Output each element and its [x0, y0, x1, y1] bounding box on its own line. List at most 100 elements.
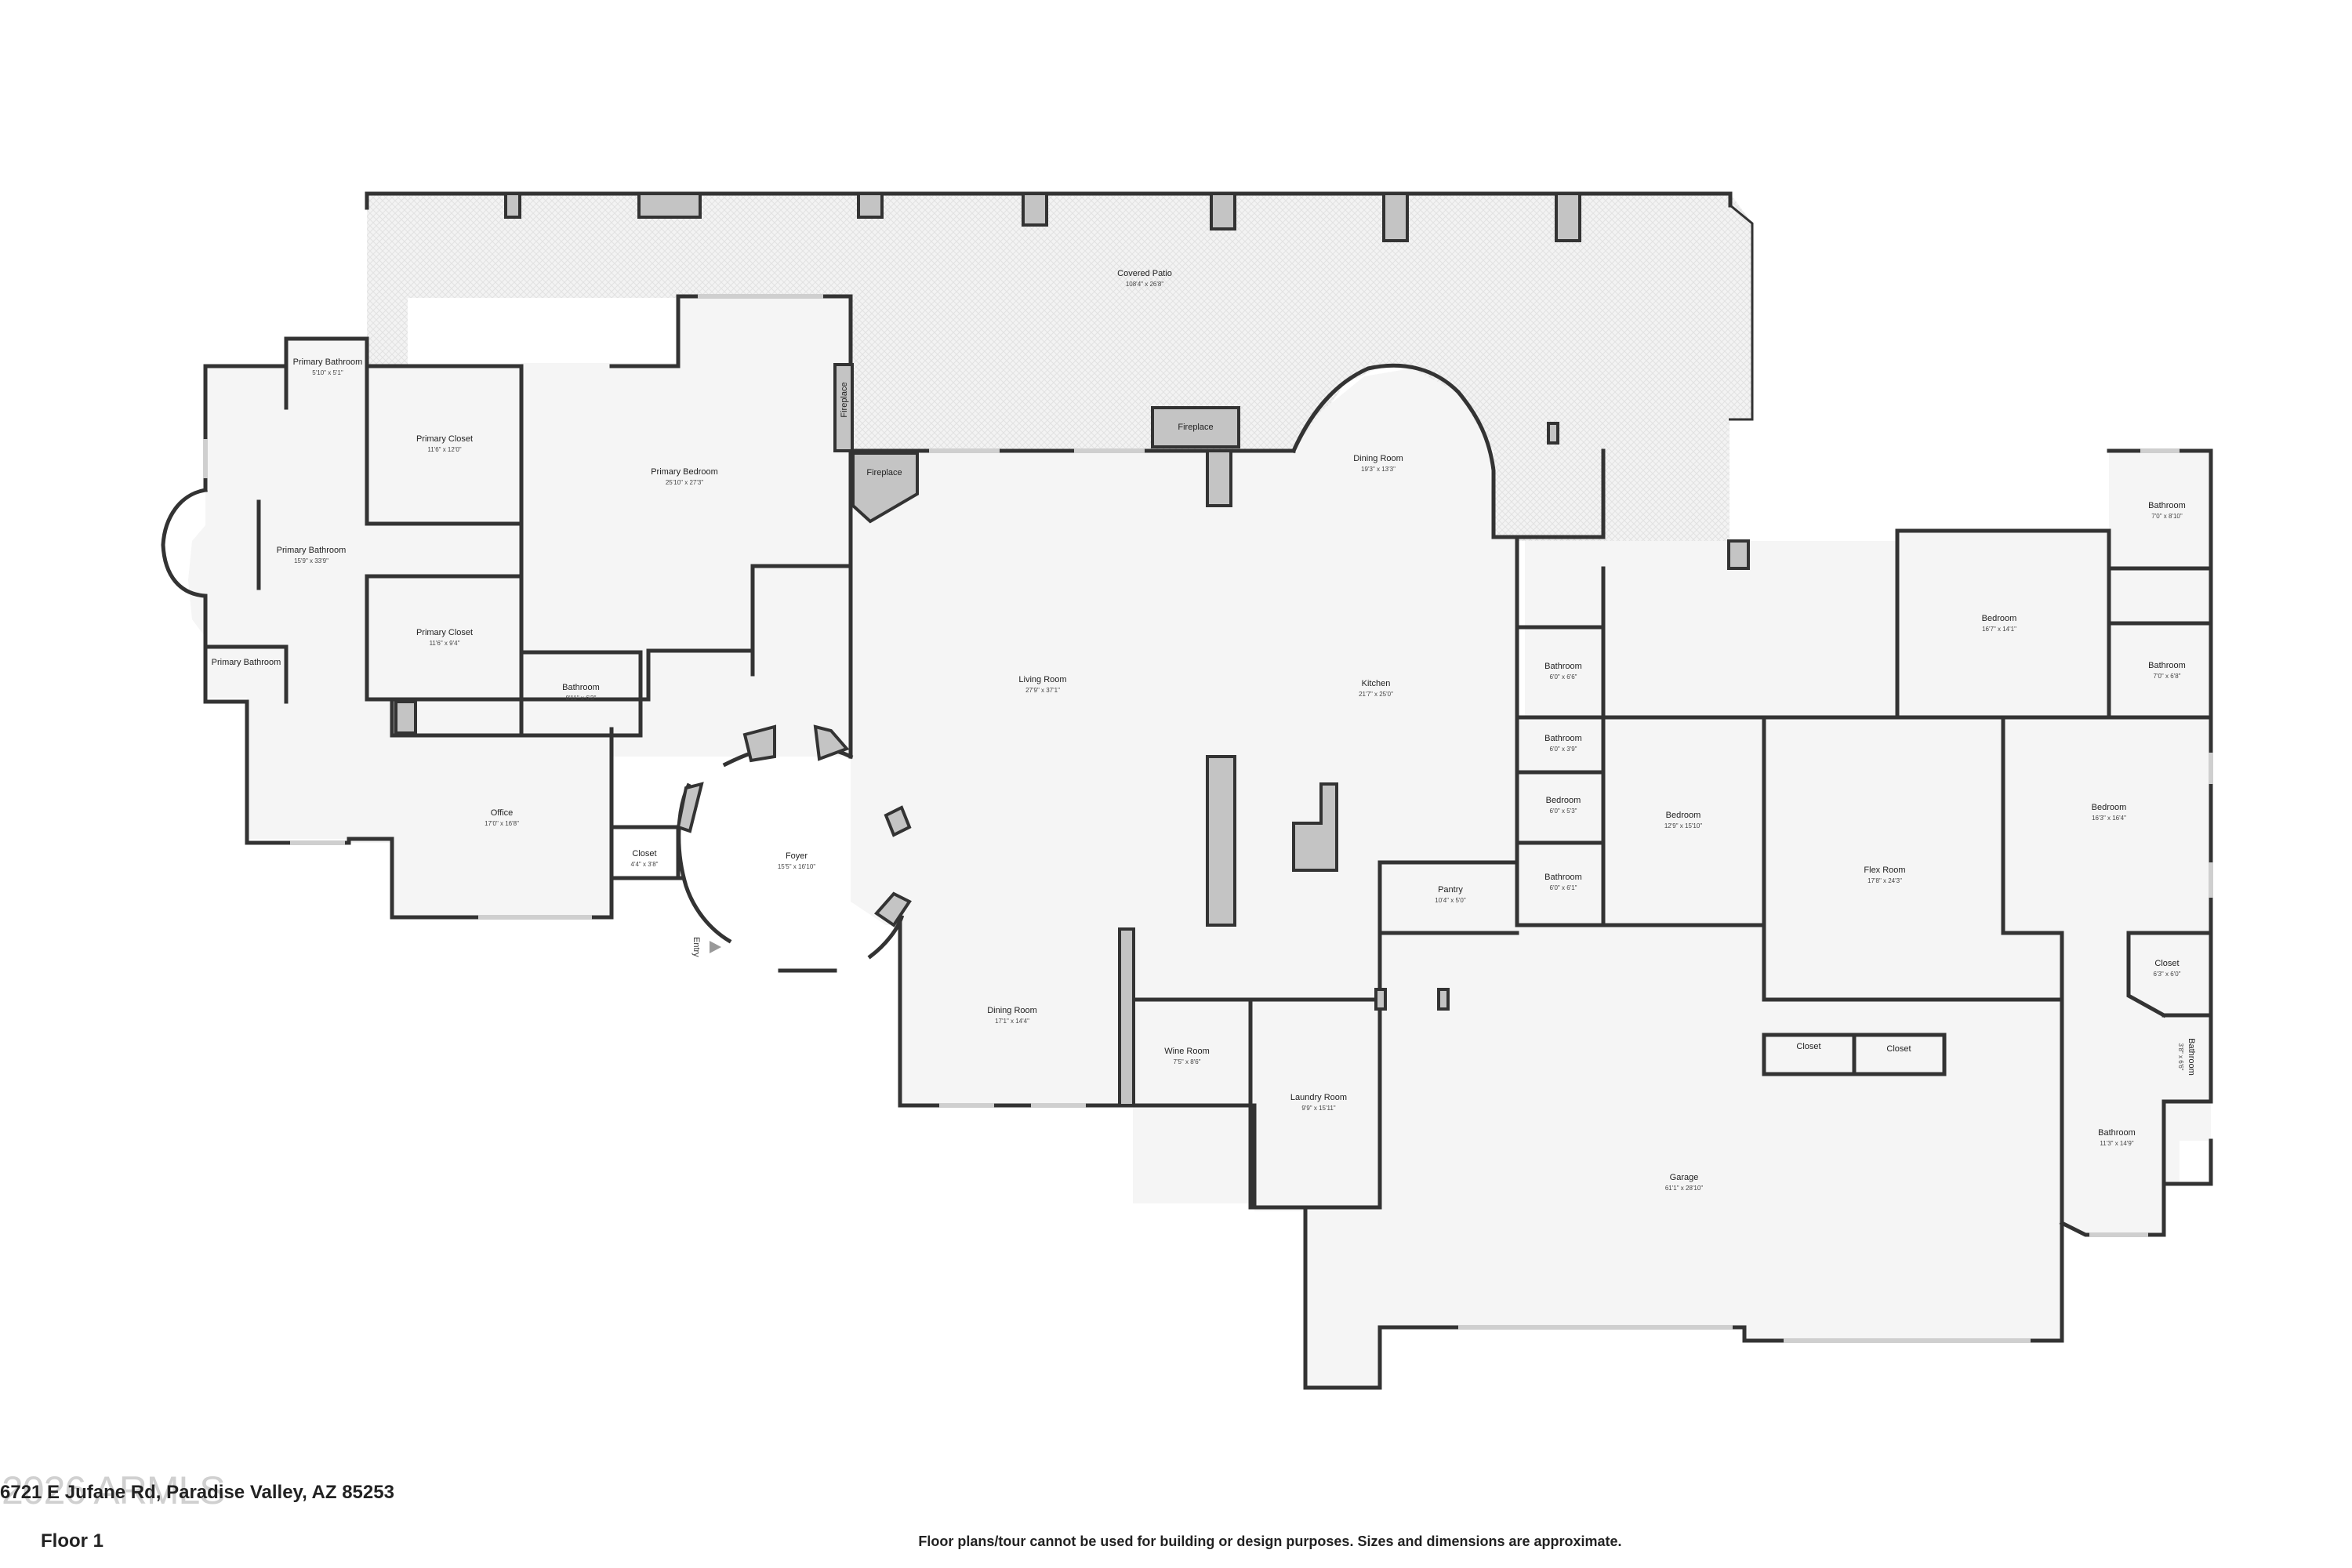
- room-label-office: Office 17'0" x 16'8": [485, 808, 519, 827]
- room-dimensions: 8'11" x 6'3": [566, 695, 597, 702]
- room-label-closet-garage-2: Closet: [1886, 1044, 1911, 1054]
- room-dimensions: 4'4" x 3'8": [631, 861, 659, 868]
- room-name: Bathroom: [2148, 661, 2186, 670]
- room-name: Bathroom: [562, 683, 600, 692]
- column: [394, 700, 417, 735]
- dining-back-walls: [1290, 363, 1606, 539]
- room-label-bathroom-office: Bathroom 8'11" x 6'3": [562, 683, 600, 702]
- room-name: Bathroom: [1544, 734, 1582, 743]
- room-name: Primary Bathroom: [293, 358, 363, 367]
- room-name: Primary Bedroom: [651, 467, 718, 477]
- room-name: Bedroom: [2092, 803, 2127, 812]
- room-label-covered-patio: Covered Patio 108'4" x 26'8": [1117, 269, 1172, 288]
- room-name: Bathroom: [1544, 662, 1582, 671]
- kitchen-counter: [1206, 755, 1236, 927]
- foyer-outline: [677, 746, 905, 973]
- office-walls: [390, 733, 614, 920]
- walls: [161, 191, 2213, 1390]
- room-dimensions: 17'0" x 16'8": [485, 820, 519, 827]
- room-label-bathroom-ne-bottom: Bathroom 7'0" x 6'8": [2148, 661, 2186, 680]
- room-name: Kitchen: [1362, 679, 1391, 688]
- column: [1437, 988, 1450, 1011]
- primary-suite-walls: [203, 294, 853, 453]
- central-floor: [851, 368, 1525, 1203]
- room-label-primary-closet-2: Primary Closet 11'6" x 9'4": [416, 628, 473, 647]
- wine-rack: [1118, 927, 1135, 1107]
- room-dimensions: 25'10" x 27'3": [666, 479, 703, 486]
- room-dimensions: 11'3" x 14'9": [2100, 1140, 2133, 1147]
- room-name: Bedroom: [1666, 811, 1701, 820]
- room-name: Primary Bathroom: [277, 546, 347, 555]
- room-name: Closet: [1796, 1042, 1820, 1051]
- patio-outline: [365, 191, 1733, 210]
- room-label-primary-bathroom: Primary Bathroom 15'9" x 33'9": [277, 546, 347, 564]
- room-label-fireplace-patio: Fireplace: [840, 382, 849, 417]
- pillar: [637, 192, 702, 219]
- room-name: Bathroom: [2187, 1038, 2196, 1076]
- pillar: [857, 192, 884, 219]
- room-dimensions: 7'0" x 8'10": [2151, 513, 2183, 520]
- room-dimensions: 7'0" x 6'8": [2154, 673, 2181, 680]
- garage-closets: [1762, 1033, 1947, 1076]
- column: [1374, 988, 1387, 1011]
- room-dimensions: 6'0" x 6'1": [1550, 884, 1577, 891]
- room-dimensions: 15'9" x 33'9": [294, 557, 328, 564]
- room-dimensions: 16'3" x 16'4": [2092, 815, 2126, 822]
- column: [1547, 422, 1559, 445]
- kitchen-island: [1292, 782, 1338, 872]
- room-name: Fireplace: [840, 382, 849, 417]
- room-dimensions: 108'4" x 26'8": [1126, 281, 1163, 288]
- pillar: [1022, 192, 1048, 227]
- disclaimer: Floor plans/tour cannot be used for buil…: [918, 1534, 1622, 1549]
- room-name: Fireplace: [1178, 423, 1213, 432]
- foyer-pillar: [676, 782, 704, 833]
- room-dimensions: 11'6" x 9'4": [430, 640, 460, 647]
- room-name: Garage: [1670, 1173, 1699, 1182]
- room-dimensions: 16'7" x 14'1": [1982, 626, 2016, 633]
- foyer-pillar: [884, 805, 912, 837]
- patio-edge-east: [1729, 204, 1754, 421]
- room-name: Dining Room: [1353, 454, 1403, 463]
- primary-bath-wc: [203, 644, 289, 704]
- room-dimensions: 3'8" x 6'6": [2177, 1044, 2184, 1071]
- bathroom-office-walls: [390, 650, 643, 738]
- floor-fills: [188, 194, 2211, 1388]
- closet-east-walls: [2126, 931, 2213, 1018]
- column: [1206, 449, 1232, 507]
- room-dimensions: 10'4" x 5'0": [1435, 897, 1466, 904]
- room-label-bathroom-east: Bathroom 11'3" x 14'9": [2098, 1128, 2136, 1147]
- room-name: Fireplace: [866, 468, 902, 477]
- room-label-pantry: Pantry 10'4" x 5'0": [1435, 885, 1466, 904]
- room-name: Foyer: [786, 851, 808, 861]
- pillar: [1210, 192, 1236, 230]
- fireplace-block: [1151, 406, 1240, 448]
- room-dimensions: 6'0" x 3'9": [1550, 746, 1577, 753]
- room-name: Primary Closet: [416, 628, 473, 637]
- primary-bath-partition: [256, 364, 289, 590]
- room-label-fireplace-vertical: Fireplace: [1178, 423, 1213, 432]
- room-name: Covered Patio: [1117, 269, 1172, 278]
- room-dimensions: 6'0" x 5'3": [1550, 808, 1577, 815]
- room-name: Wine Room: [1164, 1047, 1209, 1056]
- room-name: Dining Room: [987, 1006, 1037, 1015]
- foyer-pillar: [874, 891, 912, 927]
- pantry-walls: [1377, 860, 1519, 935]
- room-dimensions: 27'9" x 37'1": [1025, 687, 1060, 694]
- room-label-bedroom-east: Bedroom 16'3" x 16'4": [2092, 803, 2127, 822]
- room-name: Bathroom: [2098, 1128, 2136, 1138]
- room-name: Pantry: [1438, 885, 1463, 895]
- room-dimensions: 15'5" x 16'10": [778, 863, 815, 870]
- room-name: Office: [491, 808, 514, 818]
